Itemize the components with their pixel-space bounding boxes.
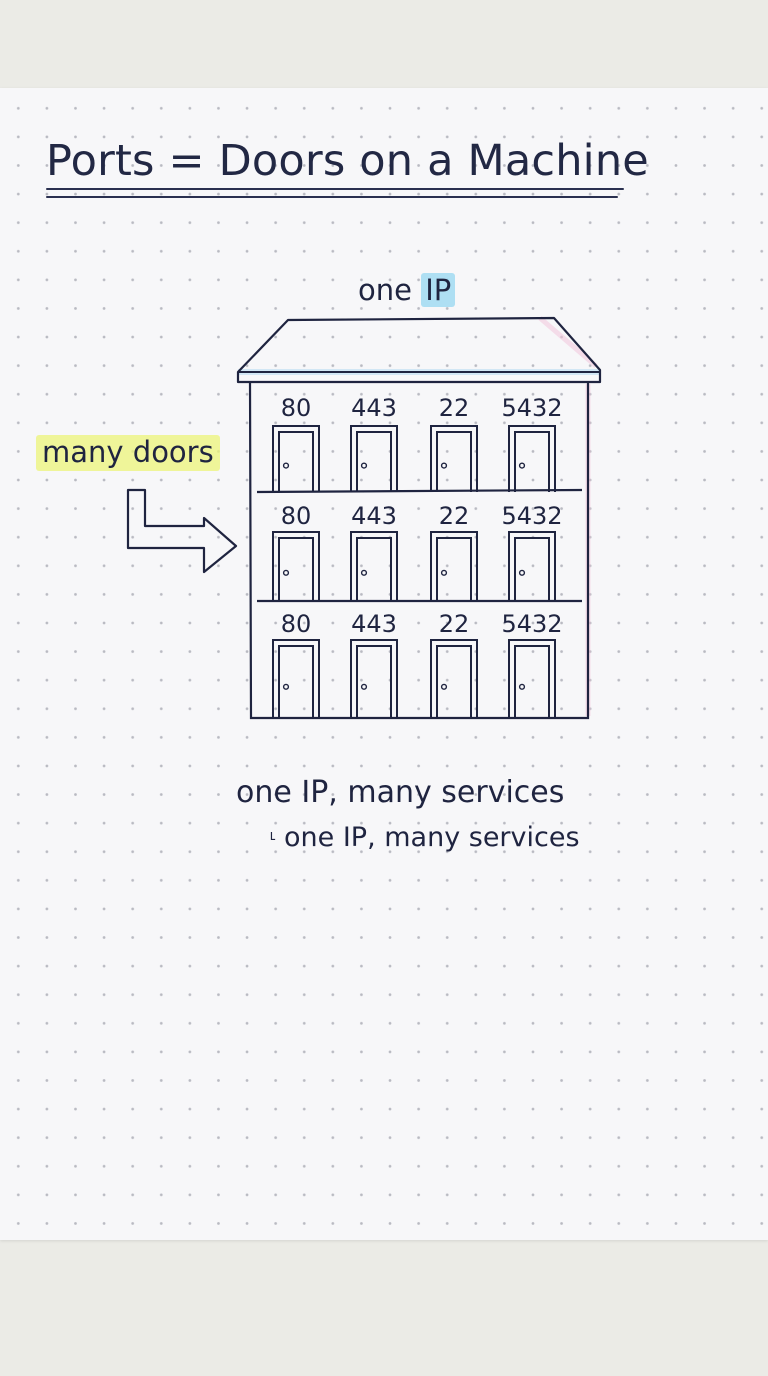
door-knob	[360, 683, 368, 690]
door-port-80	[272, 425, 320, 492]
page-title: Ports = Doors on a Machine	[46, 136, 649, 186]
door-port-80	[272, 531, 320, 600]
dot-grid-paper	[0, 88, 768, 1240]
port-number-5432: 5432	[501, 394, 563, 422]
caption-sub: ˪ one IP, many services	[270, 824, 580, 851]
callout-label: many doors	[36, 435, 220, 471]
port-number-443: 443	[351, 610, 397, 638]
port-number-443: 443	[351, 394, 397, 422]
roof-label: one IP	[358, 273, 456, 307]
port-number-22: 22	[438, 502, 470, 530]
door-port-5432	[508, 639, 556, 718]
port-number-22: 22	[438, 610, 470, 638]
port-number-5432: 5432	[501, 502, 563, 530]
door-knob	[282, 569, 290, 576]
door-knob	[440, 462, 448, 469]
title-underline-second	[46, 196, 618, 198]
arrow-icon	[126, 488, 238, 574]
building-walls	[248, 381, 590, 720]
ip-highlight: IP	[421, 273, 456, 307]
door-knob	[518, 683, 526, 690]
door-knob	[360, 569, 368, 576]
port-number-443: 443	[351, 502, 397, 530]
door-port-22	[430, 531, 478, 600]
door-port-22	[430, 639, 478, 718]
roof-label-text: one	[358, 273, 412, 307]
caption-sub-text: one IP, many services	[284, 822, 580, 853]
door-knob	[518, 462, 526, 469]
caption-sub-marker: ˪	[270, 824, 276, 845]
door-port-5432	[508, 531, 556, 600]
title-underline	[46, 188, 624, 190]
port-number-80: 80	[280, 394, 312, 422]
door-port-443	[350, 425, 398, 492]
door-port-22	[430, 425, 478, 492]
port-number-5432: 5432	[501, 610, 563, 638]
many-doors-highlight: many doors	[36, 435, 220, 471]
doors-layer	[272, 425, 556, 718]
door-port-5432	[508, 425, 556, 492]
door-knob	[518, 569, 526, 576]
port-number-22: 22	[438, 394, 470, 422]
door-port-80	[272, 639, 320, 718]
port-number-80: 80	[280, 502, 312, 530]
door-knob	[282, 683, 290, 690]
door-knob	[440, 683, 448, 690]
port-number-80: 80	[280, 610, 312, 638]
door-knob	[440, 569, 448, 576]
door-knob	[282, 462, 290, 469]
floor-divider	[256, 488, 583, 494]
door-knob	[360, 462, 368, 469]
caption-main: one IP, many services	[236, 775, 565, 810]
door-port-443	[350, 531, 398, 600]
door-port-443	[350, 639, 398, 718]
